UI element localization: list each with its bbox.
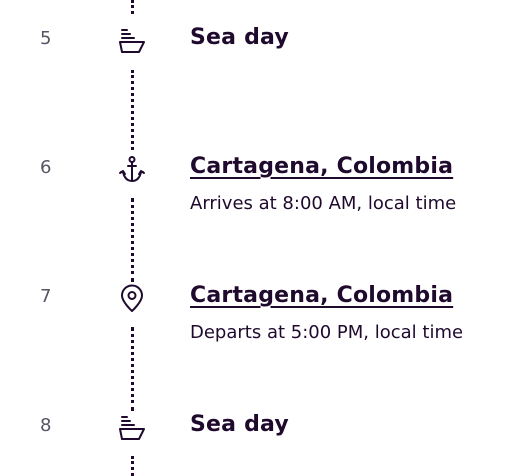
port-link[interactable]: Cartagena, Colombia bbox=[190, 283, 454, 308]
day-number: 6 bbox=[40, 157, 52, 178]
itinerary-day: 5 Sea day bbox=[0, 25, 520, 88]
timeline-connector bbox=[131, 70, 134, 150]
day-number: 5 bbox=[40, 28, 52, 49]
itinerary-day: 8 Sea day bbox=[0, 412, 520, 475]
arrival-time: Arrives at 8:00 AM, local time bbox=[190, 193, 457, 214]
timeline-connector bbox=[131, 0, 134, 14]
day-title: Sea day bbox=[190, 25, 289, 50]
day-title: Sea day bbox=[190, 412, 289, 437]
itinerary-day: 6 Cartagena, Colombia Arrives at 8:00 AM… bbox=[0, 154, 520, 237]
map-pin-icon bbox=[117, 284, 147, 314]
timeline-connector bbox=[131, 456, 134, 476]
day-number: 7 bbox=[40, 286, 52, 307]
anchor-icon bbox=[117, 155, 147, 185]
timeline-connector bbox=[131, 327, 134, 411]
ship-icon bbox=[117, 26, 147, 56]
port-link[interactable]: Cartagena, Colombia bbox=[190, 154, 454, 179]
departure-time: Departs at 5:00 PM, local time bbox=[190, 322, 464, 343]
day-number: 8 bbox=[40, 415, 52, 436]
timeline-connector bbox=[131, 198, 134, 282]
ship-icon bbox=[117, 413, 147, 443]
itinerary-day: 7 Cartagena, Colombia Departs at 5:00 PM… bbox=[0, 283, 520, 366]
